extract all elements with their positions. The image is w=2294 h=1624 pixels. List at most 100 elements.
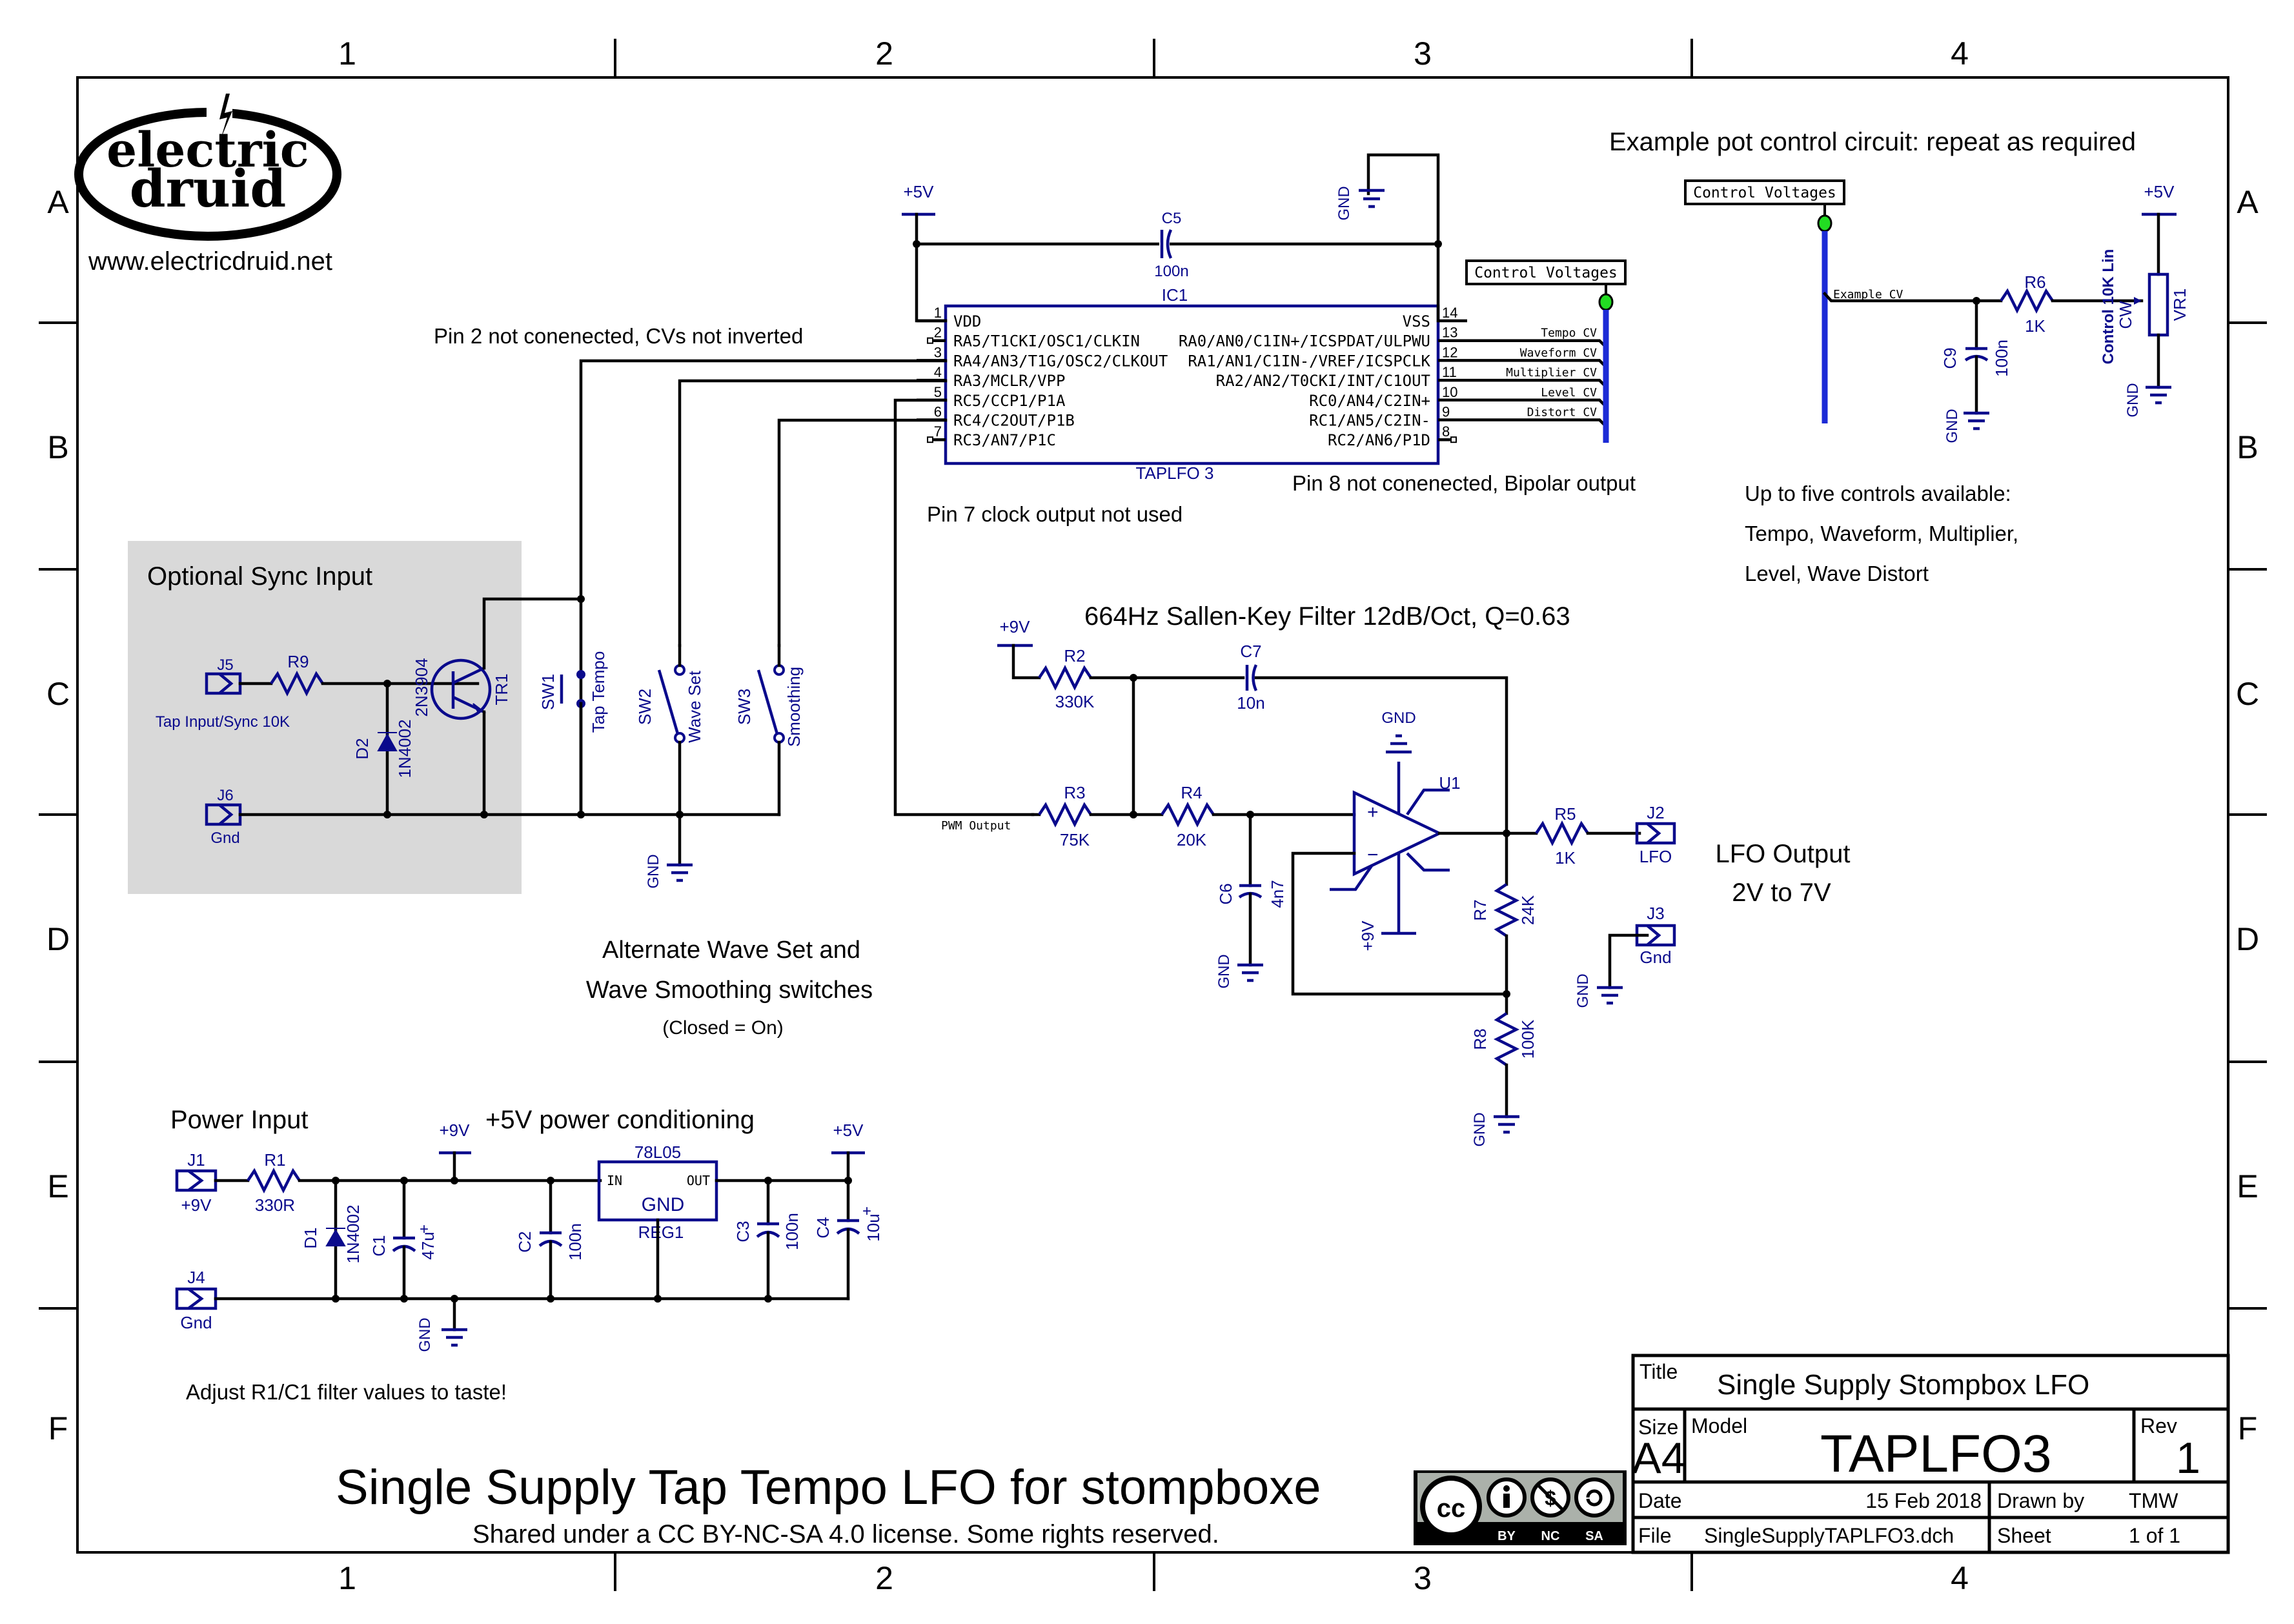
ic1-body (944, 304, 1440, 465)
sync-title: Optional Sync Input (147, 562, 372, 591)
tb-model-label: Model (1691, 1414, 1747, 1437)
r5-resistor (1535, 820, 1589, 847)
plus5v-label: +5V (2144, 182, 2175, 201)
row-label: B (2237, 429, 2258, 465)
cv-net-wire (1467, 418, 1607, 428)
c4-polarity: + (862, 1203, 871, 1220)
cc-license-badge[interactable]: cc $ BY NC SA (1414, 1470, 1627, 1545)
gnd-label: GND (1574, 973, 1592, 1008)
reg1-ref: REG1 (638, 1223, 684, 1242)
tb-drawn-label: Drawn by (1997, 1489, 2084, 1512)
ic1-pin-name: RA3/MCLR/VPP (953, 372, 1065, 390)
col-label: 4 (1951, 1560, 1969, 1596)
tb-size-label: Size (1638, 1416, 1678, 1439)
d2-ref: D2 (352, 738, 372, 759)
junction (1130, 811, 1137, 818)
tb-model: TAPLFO3 (1820, 1425, 2051, 1483)
junction (480, 811, 488, 818)
sw1-value: Tap Tempo (589, 651, 608, 733)
vr1-potentiometer-icon[interactable] (2147, 272, 2169, 337)
sw3-toggle-icon[interactable] (756, 669, 779, 735)
col-label: 3 (1414, 1560, 1432, 1596)
j4-ref: J4 (187, 1268, 205, 1287)
gnd-symbol (667, 863, 693, 882)
j3-value: Gnd (1639, 948, 1671, 967)
power-section: Power Input +5V power conditioning J1 +9… (170, 1106, 883, 1404)
cv-net-label: Multiplier CV (1506, 366, 1597, 380)
ic1-pin-number: 6 (934, 404, 942, 420)
j4-arrow (187, 1288, 204, 1310)
note-controls-3: Level, Wave Distort (1745, 562, 1929, 585)
wire (1608, 933, 1649, 990)
wire-neg-feedback (1291, 851, 1508, 996)
ic1-pin-number: 4 (934, 364, 942, 380)
junction (913, 240, 920, 248)
gnd-label: GND (2124, 383, 2142, 417)
gnd-symbol (1597, 986, 1623, 1005)
c7-plate-curved (1252, 664, 1258, 691)
j1-ref: J1 (187, 1150, 205, 1170)
footer-license: Shared under a CC BY-NC-SA 4.0 license. … (472, 1520, 1219, 1548)
sw2-toggle-icon[interactable] (657, 669, 680, 735)
bus-label-box (1465, 259, 1627, 285)
tb-sheet-label: Sheet (1997, 1524, 2051, 1547)
logo-url[interactable]: www.electricdruid.net (88, 247, 332, 276)
j1-arrow (187, 1170, 204, 1192)
bus-label-box (1684, 179, 1845, 205)
row-label: C (2236, 676, 2259, 712)
tb-rev: 1 (2176, 1434, 2200, 1483)
ic1-supply: +5V C5 100n GND (902, 153, 1442, 323)
row-label: A (2237, 184, 2258, 220)
col-label: 1 (338, 36, 356, 72)
tr1-arrow (472, 703, 487, 713)
d1-diode-icon (325, 1229, 346, 1246)
sw3-value: Smoothing (784, 667, 804, 747)
r1-ref: R1 (264, 1150, 285, 1170)
c1-ref: C1 (369, 1235, 389, 1256)
sa-sharealike-icon (1574, 1477, 1614, 1517)
ic1-ref: IC1 (1162, 285, 1188, 305)
row-label: F (48, 1410, 68, 1446)
tb-size: A4 (1632, 1434, 1685, 1483)
ic1-pin-name: RC4/C2OUT/P1B (953, 412, 1075, 430)
cc-by-label: BY (1497, 1529, 1516, 1543)
sw3-ref: SW3 (735, 689, 754, 725)
col-label: 2 (875, 1560, 893, 1596)
lfo-output-range: 2V to 7V (1732, 878, 1831, 907)
no-connect-marker (927, 436, 933, 443)
bus-terminal-icon[interactable] (1598, 293, 1614, 311)
bus-terminal-icon[interactable] (1817, 214, 1832, 232)
j3-ref: J3 (1647, 904, 1664, 923)
tb-date: 15 Feb 2018 (1865, 1489, 1982, 1512)
cc-icon (1420, 1476, 1482, 1538)
wire-pin5-pwm (893, 398, 1035, 817)
gnd-symbol (442, 1328, 467, 1347)
no-connect-marker (927, 337, 933, 344)
r7-resistor (1493, 883, 1520, 937)
ic1-pin-number: 11 (1442, 364, 1457, 380)
gnd-symbol (1964, 411, 1989, 431)
cc-sa-label: SA (1585, 1529, 1603, 1543)
sallen-key-filter: 664Hz Sallen-Key Filter 12dB/Oct, Q=0.63… (941, 602, 1850, 1147)
junction (654, 1295, 662, 1303)
j2-arrow (1646, 822, 1661, 844)
r1-resistor (247, 1167, 301, 1194)
junction (451, 1177, 458, 1184)
r6-value: 1K (2025, 316, 2045, 336)
tb-file: SingleSupplyTAPLFO3.dch (1704, 1524, 1954, 1547)
c5-value: 100n (1154, 263, 1188, 280)
junction (332, 1295, 340, 1303)
bus-label: Control Voltages (1474, 265, 1618, 281)
pot-control-circuit: Example pot control circuit: repeat as r… (1609, 128, 2189, 585)
reg1-value: 78L05 (634, 1142, 681, 1162)
r9-resistor (270, 670, 324, 697)
r3-value: 75K (1060, 830, 1090, 849)
r6-ref: R6 (2024, 272, 2045, 292)
footer: Single Supply Tap Tempo LFO for stompbox… (336, 1460, 1627, 1548)
junction (400, 1177, 408, 1184)
title-block: Title Single Supply Stompbox LFO Size A4… (1631, 1354, 2230, 1554)
vr1-ref: VR1 (2170, 289, 2189, 321)
j2-value: LFO (1639, 847, 1672, 866)
ic1-pin-number: 5 (934, 384, 942, 400)
note-adjust: Adjust R1/C1 filter values to taste! (186, 1380, 507, 1404)
